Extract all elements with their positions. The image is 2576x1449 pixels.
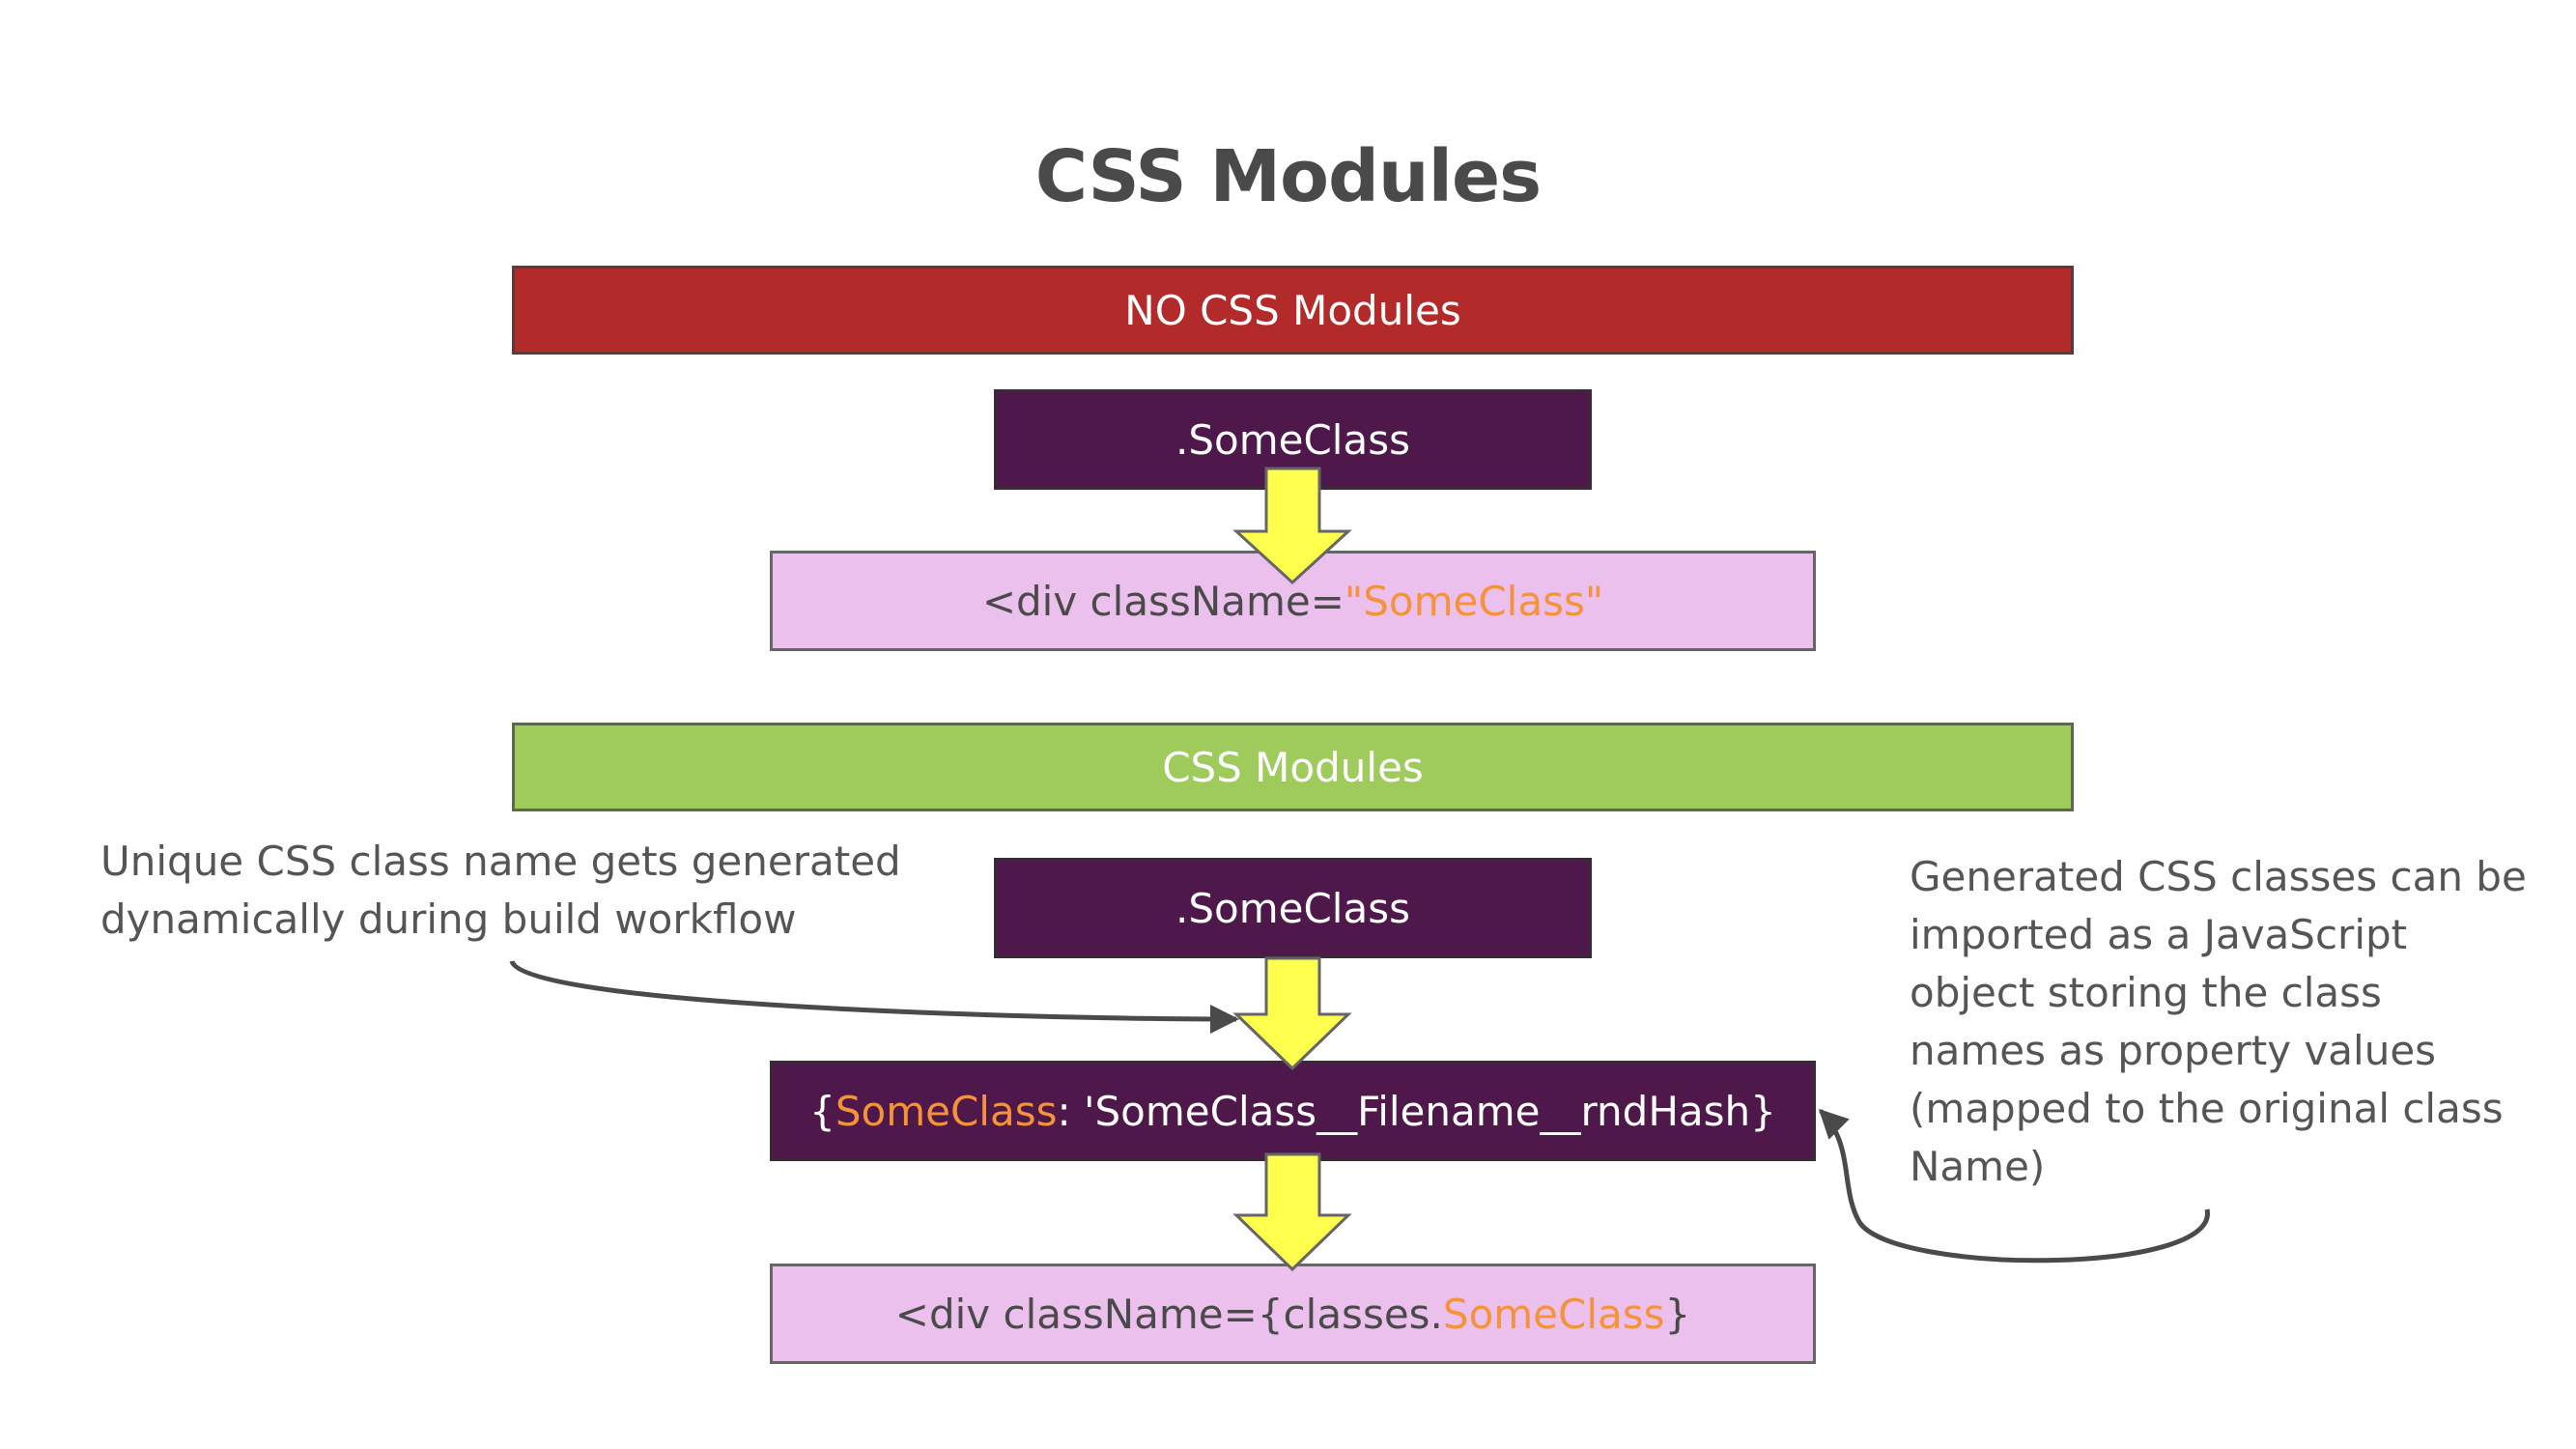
banner-css-modules: CSS Modules [512, 723, 2074, 811]
banner-no-css-modules: NO CSS Modules [512, 266, 2074, 355]
object-box-rest: : 'SomeClass__Filename__rndHash} [1057, 1087, 1776, 1135]
class-box-modules: .SomeClass [994, 858, 1592, 958]
diagram-title: CSS Modules [1034, 135, 1542, 218]
div-box-modules: <div className={classes.SomeClass} [770, 1264, 1816, 1364]
object-box-key: SomeClass [835, 1087, 1058, 1135]
object-box-modules: {SomeClass: 'SomeClass__Filename__rndHas… [770, 1061, 1816, 1161]
banner-no-css-modules-label: NO CSS Modules [1124, 286, 1461, 334]
div-box-no-modules-value: "SomeClass" [1344, 577, 1604, 625]
note-left: Unique CSS class name gets generated dyn… [100, 838, 901, 943]
object-box-open: { [809, 1087, 835, 1135]
div-box-no-modules: <div className="SomeClass" [770, 551, 1816, 651]
yellow-arrow-2 [1232, 956, 1352, 1071]
div-box-no-modules-prefix: <div className= [981, 577, 1345, 625]
yellow-arrow-3 [1232, 1152, 1352, 1272]
div-box-modules-prefix: <div className={classes. [894, 1290, 1443, 1338]
note-right: Generated CSS classes can be imported as… [1910, 853, 2527, 1190]
class-box-modules-label: .SomeClass [1175, 884, 1410, 932]
div-box-modules-key: SomeClass [1442, 1290, 1665, 1338]
class-box-no-modules-label: .SomeClass [1175, 415, 1410, 464]
callout-arrow-left [509, 959, 1239, 1034]
div-box-modules-suffix: } [1664, 1290, 1691, 1338]
banner-css-modules-label: CSS Modules [1162, 743, 1424, 791]
class-box-no-modules: .SomeClass [994, 389, 1592, 490]
